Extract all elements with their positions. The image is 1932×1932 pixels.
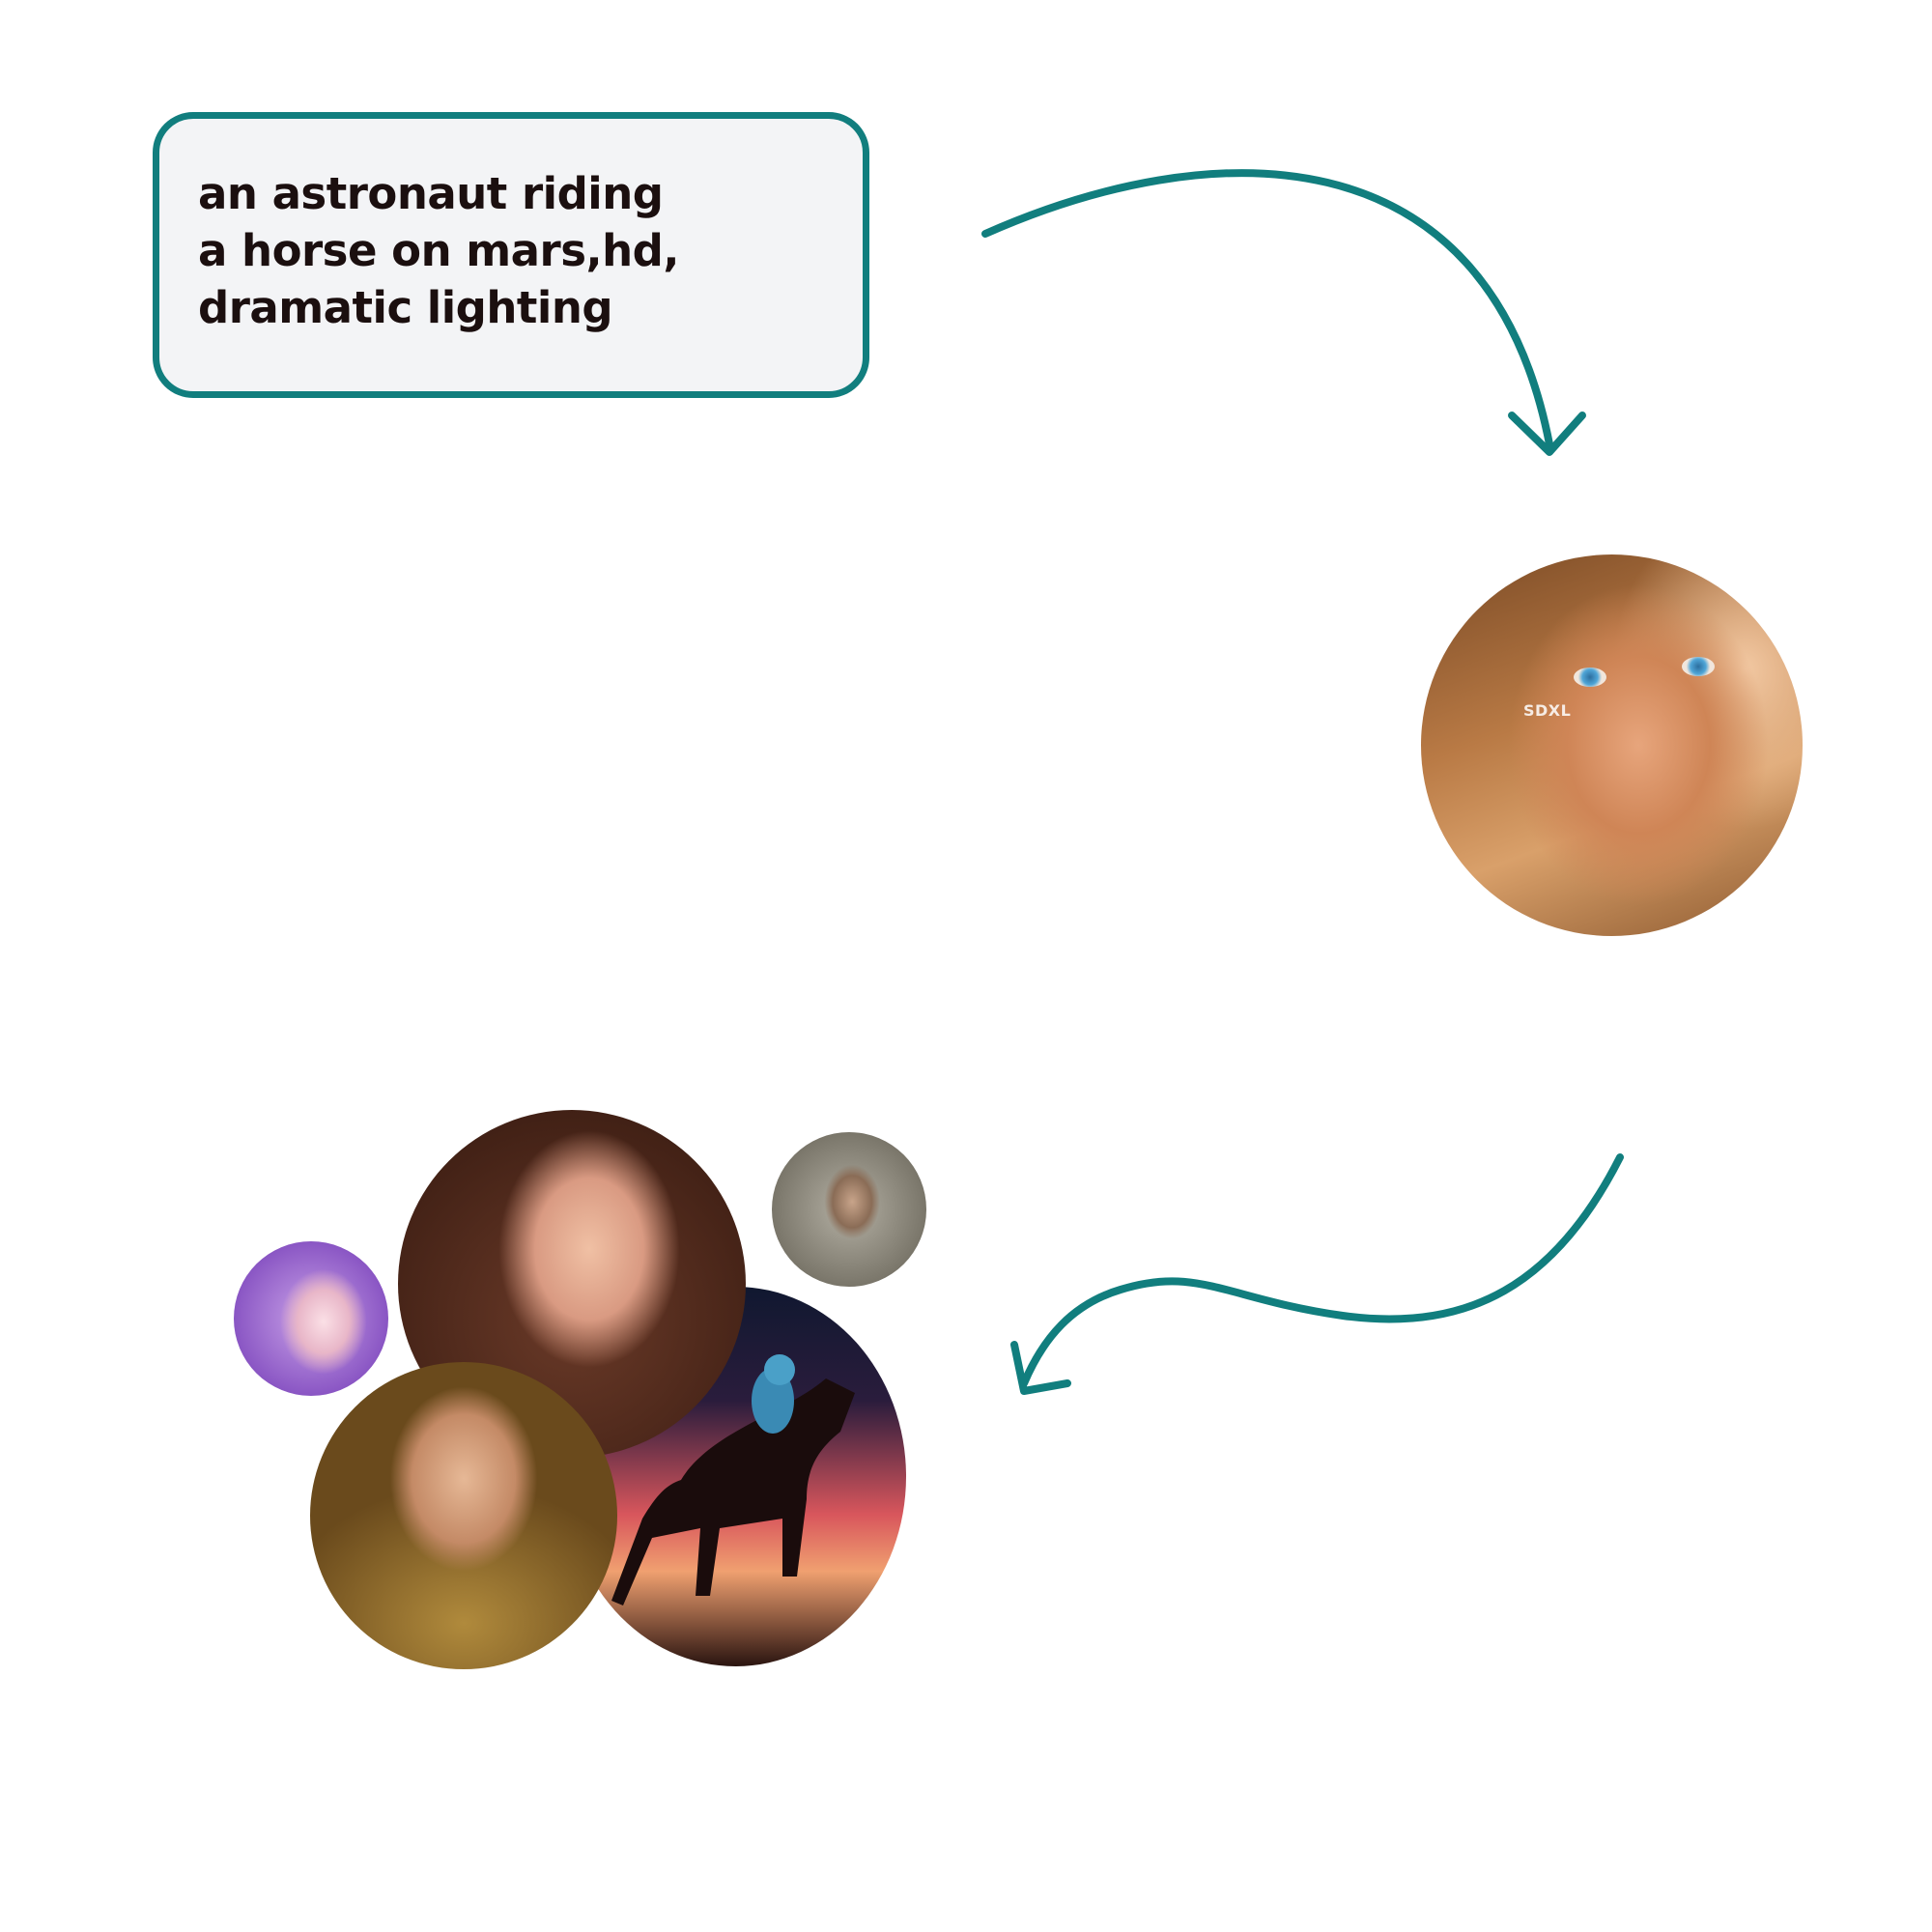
arrow-model-to-gallery xyxy=(1020,1153,1624,1387)
gallery-image-steampunk-woman xyxy=(772,1132,926,1287)
eye-right xyxy=(1682,657,1715,676)
prompt-box: an astronaut riding a horse on mars,hd, … xyxy=(153,112,869,398)
gallery-image-anime-girl xyxy=(234,1241,388,1396)
arrow-prompt-to-model xyxy=(981,169,1553,448)
arrow-head-left-icon xyxy=(1010,1341,1071,1395)
prompt-text: an astronaut riding a horse on mars,hd, … xyxy=(198,168,679,333)
eye-left xyxy=(1574,668,1606,687)
sdxl-generated-portrait: SDXL xyxy=(1421,554,1803,936)
horse-silhouette xyxy=(611,1354,855,1605)
sdxl-watermark: SDXL xyxy=(1523,701,1572,720)
gallery-image-ornate-woman xyxy=(310,1362,617,1669)
arrow-head-down-icon xyxy=(1508,412,1586,456)
